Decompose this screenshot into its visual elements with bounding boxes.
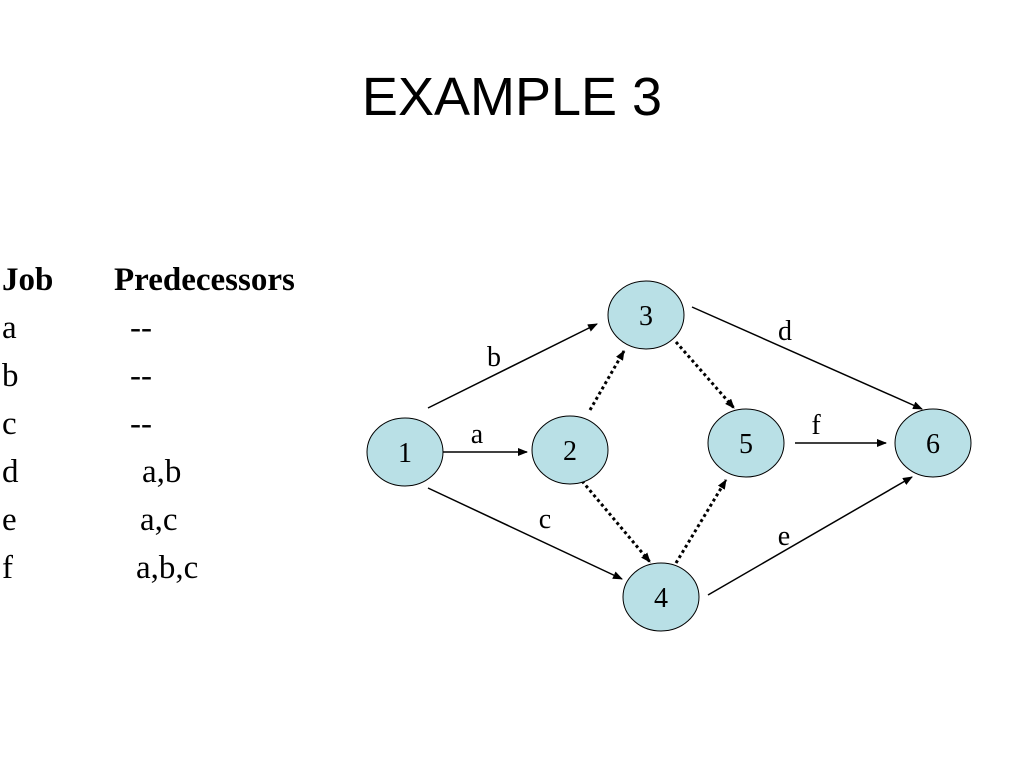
predecessors-cell: -- <box>130 310 152 346</box>
job-predecessor-table: Job Predecessors a -- b -- c -- d a,b e … <box>2 256 342 592</box>
job-cell: e <box>2 502 17 538</box>
edge-label: a <box>471 419 484 450</box>
job-column-header: Job <box>2 262 54 298</box>
edge-label: f <box>811 410 821 441</box>
node-circle <box>622 562 700 632</box>
edge-label: d <box>778 316 792 347</box>
dummy-arrow <box>674 341 736 409</box>
edge-4-6: e <box>707 476 913 596</box>
job-cell: c <box>2 406 17 442</box>
job-cell: f <box>2 550 13 586</box>
dummy-arrow <box>580 480 652 563</box>
edge-5-6: f <box>795 410 887 447</box>
edge-label: c <box>539 504 551 535</box>
node-2: 2 <box>531 415 609 485</box>
node-label: 4 <box>654 583 668 614</box>
edge-2-4-dummy <box>580 480 652 563</box>
node-label: 2 <box>563 436 577 467</box>
predecessors-cell: -- <box>130 358 152 394</box>
table-row: c -- <box>2 400 342 448</box>
node-circle <box>707 408 785 478</box>
node-circle <box>366 417 444 487</box>
node-circle <box>531 415 609 485</box>
node-4: 4 <box>622 562 700 632</box>
node-label: 5 <box>739 429 753 460</box>
node-circle <box>607 280 685 350</box>
activity-arrow <box>427 487 623 580</box>
node-3: 3 <box>607 280 685 350</box>
table-row: b -- <box>2 352 342 400</box>
job-cell: b <box>2 358 19 394</box>
node-1: 1 <box>366 417 444 487</box>
node-label: 1 <box>398 438 412 469</box>
edges-layer: a b c d e f <box>427 306 923 596</box>
predecessors-cell: a,c <box>140 502 178 538</box>
activity-arrow <box>427 323 598 409</box>
node-label: 3 <box>639 301 653 332</box>
table-row: f a,b,c <box>2 544 342 592</box>
activity-arrow <box>707 476 913 596</box>
edge-2-3-dummy <box>588 350 626 411</box>
table-header-row: Job Predecessors <box>2 256 342 304</box>
predecessors-cell: a,b <box>142 454 182 490</box>
predecessors-column-header: Predecessors <box>114 262 295 298</box>
table-row: d a,b <box>2 448 342 496</box>
node-label: 6 <box>926 429 940 460</box>
nodes-layer: 1 2 3 4 5 6 <box>366 280 972 632</box>
edge-label: b <box>487 342 501 373</box>
node-circle <box>894 408 972 478</box>
activity-arrow <box>691 306 923 410</box>
edge-label: e <box>778 521 790 552</box>
table-row: e a,c <box>2 496 342 544</box>
job-cell: a <box>2 310 17 346</box>
predecessors-cell: a,b,c <box>136 550 199 586</box>
edge-3-5-dummy <box>674 341 736 409</box>
dummy-arrow <box>588 350 626 411</box>
edge-1-4: c <box>427 487 623 580</box>
table-row: a -- <box>2 304 342 352</box>
predecessors-cell: -- <box>130 406 152 442</box>
edge-3-6: d <box>691 306 923 410</box>
edge-4-5-dummy <box>674 479 728 564</box>
edge-1-2: a <box>443 419 528 456</box>
edge-1-3: b <box>427 323 598 409</box>
node-5: 5 <box>707 408 785 478</box>
node-6: 6 <box>894 408 972 478</box>
dummy-arrow <box>674 479 728 564</box>
slide-title: EXAMPLE 3 <box>361 67 663 127</box>
job-cell: d <box>2 454 19 490</box>
